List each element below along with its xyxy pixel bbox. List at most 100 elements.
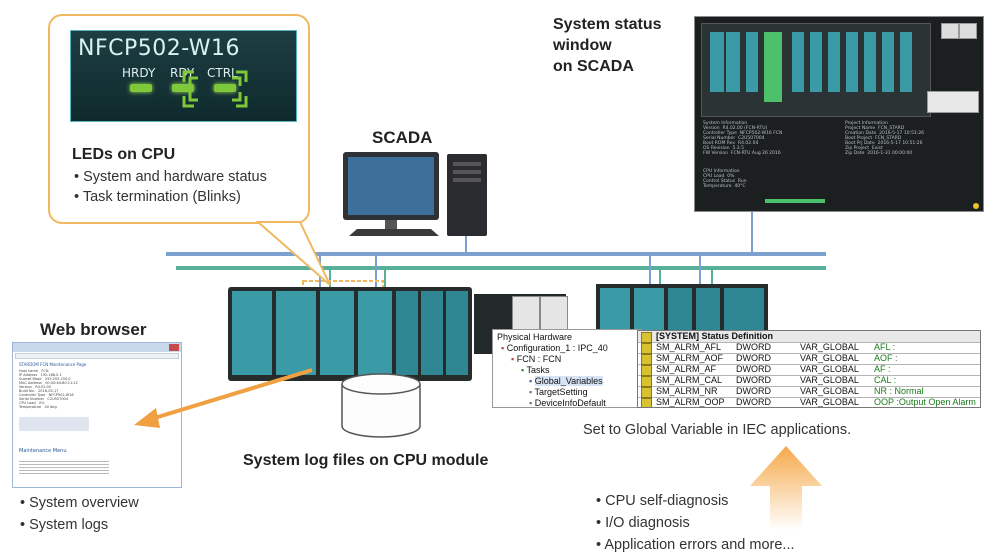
status-module (726, 32, 740, 92)
status-info-row: Zip Date 2016-1-31 00:00:00 (845, 151, 913, 156)
network-line-control (166, 252, 826, 256)
led-rdy (172, 84, 194, 92)
browser-address-bar[interactable] (15, 353, 179, 359)
browser-close-icon[interactable] (169, 344, 179, 351)
row-icon (641, 376, 652, 387)
table-row[interactable]: SM_ALRM_AF DWORD VAR_GLOBAL AF : (638, 364, 980, 376)
status-toolbar-button[interactable] (959, 23, 977, 39)
status-title-line-1: System status (553, 16, 662, 33)
scada-computer-icon (343, 152, 487, 236)
scada-label: SCADA (372, 128, 433, 147)
status-info-row: System Information (703, 121, 748, 126)
io-module (421, 291, 443, 375)
table-row[interactable]: SM_ALRM_OOP DWORD VAR_GLOBAL OOP :Output… (638, 397, 980, 407)
cell-name: SM_ALRM_AF (656, 364, 717, 374)
cell-scope: VAR_GLOBAL (800, 386, 859, 396)
table-row[interactable]: SM_ALRM_AFL DWORD VAR_GLOBAL AFL : (638, 342, 980, 354)
led-hrdy (130, 84, 152, 92)
status-module (746, 32, 758, 92)
browser-info-row: Controller Type NFCP502-W16 (19, 393, 74, 397)
cell-scope: VAR_GLOBAL (800, 364, 859, 374)
power-module (276, 291, 316, 375)
status-info-row: Version R4.02.00 (FCN-RTU) (703, 126, 768, 131)
cell-name: SM_ALRM_OOP (656, 397, 725, 407)
cell-comment: OOP :Output Open Alarm (874, 397, 976, 407)
led-ctrl (214, 84, 236, 92)
row-icon (641, 365, 652, 376)
status-legend (927, 91, 979, 113)
led-callout-title: LEDs on CPU (72, 146, 176, 163)
status-info-row: FW Version FCN-RTU Aug 26 2016 (703, 151, 781, 156)
tree-item-target-setting[interactable]: ▪ TargetSetting (529, 387, 588, 397)
cell-name: SM_ALRM_NR (656, 386, 718, 396)
tree-item-tasks[interactable]: ▪ Tasks (521, 365, 550, 375)
web-bullet-1-text: System overview (29, 495, 139, 511)
status-info-row: Project Name FCN_STARD (845, 126, 905, 131)
status-info-row: CPU Load 0% (703, 174, 735, 179)
global-variables-table: [SYSTEM] Status Definition SM_ALRM_AFL D… (637, 330, 981, 408)
cell-name: SM_ALRM_AOF (656, 353, 724, 363)
iec-global-variable-caption: Set to Global Variable in IEC applicatio… (583, 422, 852, 438)
io-module (668, 288, 692, 332)
io-expansion-rack (596, 284, 768, 334)
table-row[interactable]: SM_ALRM_AOF DWORD VAR_GLOBAL AOF : (638, 353, 980, 365)
diagnosis-bullet-2-text: I/O diagnosis (605, 515, 690, 531)
tree-item-global-variables[interactable]: ▪ Global_Variables (529, 376, 603, 386)
led-label-hrdy: HRDY (122, 66, 156, 80)
table-header-row: [SYSTEM] Status Definition (638, 331, 980, 343)
status-info-row: Boot ROM Rev R4.02.04 (703, 141, 759, 146)
status-toolbar-button[interactable] (941, 23, 959, 39)
module-model-label: NFCP502-W16 (78, 36, 241, 61)
status-info-row: Controller Type NFCP502-W16 FCN (703, 131, 783, 136)
row-icon (641, 398, 652, 407)
status-info-row: Serial Number C2U507004 (703, 136, 765, 141)
led-label-ctrl: CTRL (207, 66, 238, 80)
status-title-line-2: window (553, 37, 612, 54)
status-module (882, 32, 894, 92)
browser-info-row: Subnet Mask 255.255.255.0 (19, 377, 71, 381)
cell-scope: VAR_GLOBAL (800, 353, 859, 363)
status-rack-view (701, 23, 931, 117)
table-row[interactable]: SM_ALRM_NR DWORD VAR_GLOBAL NR : Normal (638, 386, 980, 398)
status-info-row: CPU Information (703, 169, 740, 174)
tree-item-device-info[interactable]: ▪ DeviceInfoDefault (529, 398, 606, 408)
project-tree-popup: Physical Hardware ▪ Configuration_1 : IP… (492, 329, 642, 408)
io-module (446, 291, 468, 375)
status-info-row: Temperature 40°C (703, 184, 746, 189)
status-module (810, 32, 822, 92)
tree-item-fcn[interactable]: ▪ FCN : FCN (511, 354, 562, 364)
browser-page-heading: STARDOM FCN Maintenance Page (19, 362, 87, 367)
status-info-row: Control Status Run (703, 179, 747, 184)
table-row[interactable]: SM_ALRM_CAL DWORD VAR_GLOBAL CAL : (638, 375, 980, 387)
web-bullet-1: • System overview (20, 495, 139, 511)
status-info-row: Boot Prj Date 2016-5-17 10:51:26 (845, 141, 923, 146)
row-icon (641, 343, 652, 354)
status-module (900, 32, 912, 92)
io-module (696, 288, 720, 332)
tree-item-physical-hardware[interactable]: Physical Hardware (497, 332, 573, 342)
cell-comment: AFL : (874, 342, 896, 352)
row-icon (641, 332, 652, 343)
status-module (846, 32, 858, 92)
status-module (828, 32, 840, 92)
browser-info-row: IP Address 192.168.0.1 (19, 373, 62, 377)
browser-text-block (19, 459, 109, 475)
browser-highlight-block (19, 417, 89, 431)
web-browser-title: Web browser (40, 320, 147, 339)
cell-type: DWORD (736, 375, 771, 385)
status-module-active (764, 32, 782, 102)
cell-scope: VAR_GLOBAL (800, 342, 859, 352)
diagnosis-bullet-3-text: Application errors and more... (604, 537, 795, 553)
browser-menu-heading[interactable]: Maintenance Menu (19, 448, 67, 454)
io-module (600, 288, 630, 332)
browser-info-row: Build No. 2016-05-17 (19, 389, 59, 393)
led-bullet-2: • Task termination (Blinks) (74, 189, 241, 205)
cell-scope: VAR_GLOBAL (800, 375, 859, 385)
status-module (864, 32, 876, 92)
cell-type: DWORD (736, 353, 771, 363)
tree-item-configuration[interactable]: ▪ Configuration_1 : IPC_40 (501, 343, 608, 353)
status-temperature-bar (765, 199, 825, 203)
row-icon (641, 387, 652, 398)
cell-scope: VAR_GLOBAL (800, 397, 859, 407)
